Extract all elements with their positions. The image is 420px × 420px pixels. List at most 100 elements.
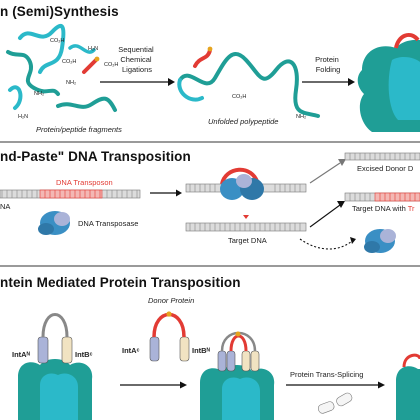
splicing-label: Protein Trans-Splicing — [290, 370, 363, 379]
fragment-1 — [18, 24, 66, 74]
panel-dna-transposition: nd-Paste" DNA Transposition DNA Transpos… — [0, 143, 420, 263]
target-dna-rungs — [189, 223, 301, 231]
arrow-insertion-head — [337, 201, 345, 208]
gold-marker — [94, 56, 100, 62]
left-dna-transposon-rungs — [44, 190, 101, 198]
excised-donor-label: Excised Donor D — [357, 164, 414, 173]
folding-line-1: Protein — [315, 55, 339, 64]
chem-label: CO₂H — [62, 59, 76, 65]
middle-scaffold-highlight — [222, 377, 260, 420]
fragment-red — [82, 58, 98, 74]
peptide-fragments — [6, 24, 117, 112]
panel-title-semisynthesis: n (Semi)Synthesis — [0, 4, 119, 19]
intein-label-inta-n: IntAᴺ — [12, 350, 31, 359]
fragment-5 — [68, 44, 96, 54]
arrow-excision — [309, 162, 341, 184]
folded-protein-red-loop — [394, 32, 420, 49]
released-lobe-lower — [364, 241, 380, 253]
released-intein-1 — [317, 401, 335, 414]
divider-2 — [0, 265, 420, 267]
folding-label: Protein Folding — [315, 55, 341, 74]
left-scaffold — [18, 313, 93, 420]
left-intein-c — [61, 336, 73, 364]
right-product-red-loop — [402, 353, 420, 368]
left-dna-transposon — [39, 189, 103, 199]
panel-protein-transposition: ntein Mediated Protein Transposition Int… — [0, 267, 420, 420]
left-dna — [0, 189, 141, 199]
arrow-folding-head — [348, 78, 355, 86]
chem-label: H₂N — [88, 46, 98, 52]
intein-label-intb-n: IntBᴺ — [192, 346, 211, 355]
chem-label: NH₂ — [34, 91, 44, 97]
target-with-label-suffix: Tr — [408, 204, 415, 213]
caption-unfolded: Unfolded polypeptide — [208, 117, 278, 126]
arrow-ligation-head — [168, 78, 175, 86]
donor-protein-label: Donor Protein — [148, 296, 194, 305]
excised-donor-dna — [344, 152, 420, 161]
chem-label: CO₂H — [104, 62, 118, 68]
left-dna-rungs — [1, 190, 138, 198]
unfolded-polypeptide — [177, 48, 320, 118]
arrow-splicing-head — [378, 381, 385, 389]
complex-lobe-inner — [236, 174, 252, 188]
left-linker-loop — [41, 313, 69, 338]
right-product — [396, 353, 420, 420]
intein-label-inta-c: IntAᶜ — [122, 346, 140, 355]
left-scaffold-highlight — [40, 373, 78, 420]
transposon-label: DNA Transposon — [56, 178, 113, 187]
middle-intein-2 — [226, 350, 236, 372]
target-with-label-prefix: Target DNA with — [352, 204, 408, 213]
fragment-4 — [56, 96, 117, 112]
transposase-lobe-inner — [54, 212, 70, 226]
middle-intein-3 — [241, 350, 251, 372]
chem-labels: CO₂H CO₂H CO₂H NH₂ H₂N H₂N NH₂ CO₂H NH₂ — [18, 38, 306, 120]
chem-label: NH₂ — [296, 114, 306, 120]
left-intein-n — [37, 336, 49, 364]
intein-label-intb-c: IntBᶜ — [75, 350, 93, 359]
ligation-label: Sequential Chemical Ligations — [118, 45, 156, 74]
caption-fragments: Protein/peptide fragments — [36, 125, 122, 134]
semisynthesis-diagram: CO₂H CO₂H CO₂H NH₂ H₂N H₂N NH₂ CO₂H NH₂ … — [6, 24, 420, 134]
chem-label: CO₂H — [50, 38, 64, 44]
target-with-insert — [374, 192, 420, 202]
target-dna-strand — [185, 222, 307, 232]
middle-red-loop — [229, 334, 248, 352]
dna-left-label: NA — [0, 202, 10, 211]
released-transposase — [364, 229, 396, 253]
polypeptide-cyan — [177, 78, 204, 102]
excised-donor-rungs — [349, 153, 416, 160]
excised-donor-strand — [344, 152, 420, 161]
donor-intein-n — [179, 336, 190, 362]
chem-label: H₂N — [18, 114, 28, 120]
polypeptide-red — [193, 48, 212, 68]
ligation-line-1: Sequential — [118, 45, 154, 54]
polypeptide-gold-marker — [207, 46, 213, 52]
chem-label: NH₂ — [66, 80, 76, 86]
panel-semisynthesis: n (Semi)Synthesis CO₂H CO₂H CO₂H NH₂ H₂N… — [0, 0, 420, 140]
donor-loop — [152, 312, 186, 338]
complex-dna-rungs — [189, 184, 301, 192]
transposase-lobe-lower — [38, 223, 54, 235]
middle-complex — [200, 331, 275, 420]
target-with-transposon — [344, 192, 420, 202]
divider-1 — [0, 141, 420, 143]
released-intein-2 — [336, 392, 353, 407]
panel-title-dna-transposition: nd-Paste" DNA Transposition — [0, 149, 191, 164]
right-product-body — [396, 366, 420, 420]
donor-intein-c — [149, 336, 160, 362]
arrow-release-head — [350, 237, 356, 244]
chem-label: CO₂H — [232, 94, 246, 100]
fragment-3 — [8, 85, 23, 110]
folded-protein — [357, 32, 420, 133]
ligation-line-2: Chemical — [120, 55, 152, 64]
arrow-step-1-head — [176, 189, 182, 197]
panel-title-protein-transposition: ntein Mediated Protein Transposition — [0, 275, 241, 290]
donor-gold-marker — [166, 311, 172, 317]
target-with-insert-rungs — [379, 193, 416, 201]
transposase-label: DNA Transposase — [78, 219, 138, 228]
arrow-excision-head — [338, 159, 346, 166]
middle-gold-marker — [235, 331, 241, 337]
polypeptide-teal — [178, 52, 320, 118]
target-site-marker — [243, 215, 249, 219]
released-inteins — [317, 392, 353, 414]
